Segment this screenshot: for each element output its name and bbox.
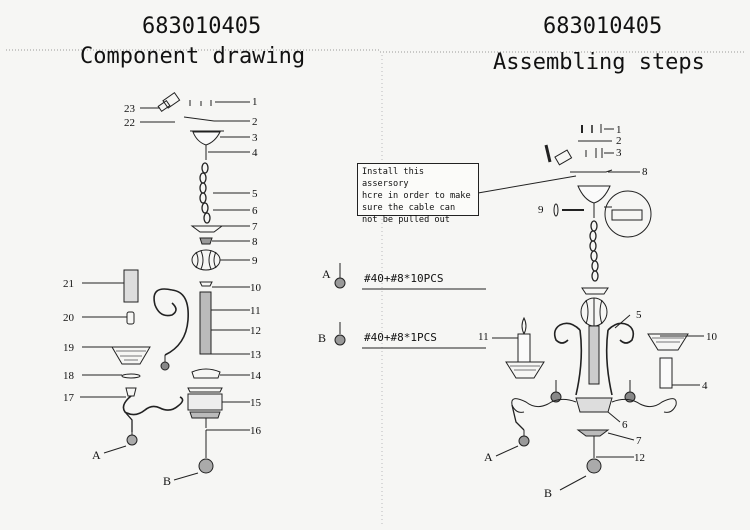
left-part-label: 20 — [63, 312, 74, 324]
left-part-label: 23 — [124, 103, 135, 115]
right-part-label: 7 — [636, 435, 642, 447]
left-part-label: 1 — [252, 96, 258, 108]
left-part-label: 9 — [252, 255, 258, 267]
right-part-label: 8 — [642, 166, 648, 178]
left-part-label: 18 — [63, 370, 74, 382]
letter-b-right: B — [544, 486, 553, 500]
spec-b-text: #40+#8*1PCS — [364, 331, 437, 344]
left-part-label: 17 — [63, 392, 74, 404]
right-part-label: 5 — [636, 309, 642, 321]
left-part-label: 21 — [63, 278, 74, 290]
right-part-label: 6 — [622, 419, 628, 431]
spec-a-text: #40+#8*10PCS — [364, 272, 444, 285]
right-part-label: 11 — [478, 331, 489, 343]
right-part-label: 3 — [616, 147, 622, 159]
right-part-label: 12 — [634, 452, 645, 464]
left-part-label: 19 — [63, 342, 74, 354]
component-drawing-heading: Component drawing — [80, 44, 306, 69]
install-note-text: Install this assersory hcre in order to … — [362, 167, 471, 225]
left-part-label: 5 — [252, 188, 258, 200]
left-part-label: 2 — [252, 116, 258, 128]
right-part-label: 4 — [702, 380, 708, 392]
left-part-label: 10 — [250, 282, 261, 294]
right-part-label: 1 — [616, 124, 622, 136]
code-right: 683010405 — [543, 14, 663, 39]
spec-letter-a: A — [322, 267, 331, 281]
right-part-label: 9 — [538, 204, 544, 216]
left-part-label: 15 — [250, 397, 261, 409]
left-part-label: 3 — [252, 132, 258, 144]
left-part-label: 12 — [250, 325, 261, 337]
code-left: 683010405 — [142, 14, 262, 39]
letter-a-left: A — [92, 448, 101, 462]
right-part-label: 10 — [706, 331, 717, 343]
assembling-steps-heading: Assembling steps — [493, 50, 705, 75]
install-note-box: Install this assersory hcre in order to … — [357, 163, 479, 225]
left-part-label: 16 — [250, 425, 261, 437]
spec-letter-b: B — [318, 331, 327, 345]
left-part-label: 6 — [252, 205, 258, 217]
left-part-label: 13 — [250, 349, 261, 361]
right-part-label: 2 — [616, 135, 622, 147]
left-part-label: 4 — [252, 147, 258, 159]
left-part-label: 22 — [124, 117, 135, 129]
left-part-label: 7 — [252, 221, 258, 233]
letter-b-left: B — [163, 474, 172, 488]
letter-a-right: A — [484, 450, 493, 464]
left-part-label: 14 — [250, 370, 261, 382]
left-part-label: 11 — [250, 305, 261, 317]
left-part-label: 8 — [252, 236, 258, 248]
